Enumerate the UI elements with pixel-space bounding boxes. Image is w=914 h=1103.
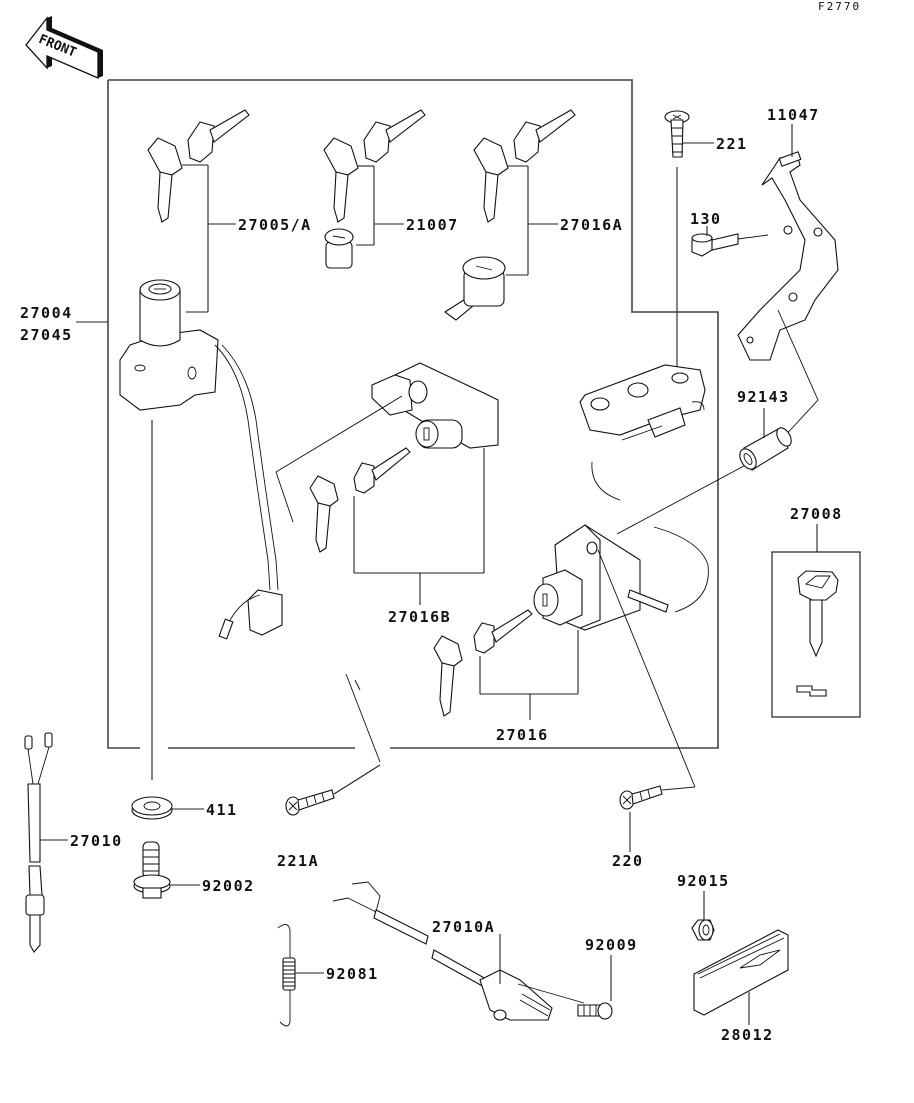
lock-27016-illustration — [433, 451, 771, 788]
nut-92015-illustration — [691, 891, 715, 941]
label-27005-A: 27005/A — [238, 216, 312, 234]
label-21007: 21007 — [406, 216, 459, 234]
label-92081: 92081 — [326, 965, 379, 983]
screw-92009-illustration — [577, 955, 613, 1020]
spring-92081-illustration — [277, 924, 324, 1027]
ignition-switch-illustration — [119, 279, 283, 780]
front-arrow-icon: FRONT — [25, 16, 103, 79]
key-blank-27008-illustration — [771, 524, 861, 718]
label-130: 130 — [690, 210, 722, 228]
reflector-28012-illustration — [693, 929, 789, 1025]
bolt-92002-illustration — [133, 841, 200, 899]
switch-27010-illustration — [24, 732, 68, 953]
screw-221-illustration — [664, 110, 714, 378]
key-set-27005-illustration — [147, 109, 250, 313]
label-92002: 92002 — [202, 877, 255, 895]
bolt-130-illustration — [691, 226, 769, 257]
label-27016A: 27016A — [560, 216, 623, 234]
label-92015: 92015 — [677, 872, 730, 890]
label-27004: 27004 — [20, 304, 73, 322]
screw-220-illustration — [619, 785, 696, 852]
diagram-code: F2770 — [818, 0, 861, 13]
seat-lock-27016B-illustration — [275, 362, 499, 605]
mount-plate-illustration — [579, 364, 706, 501]
label-27045: 27045 — [20, 326, 73, 344]
washer-411-illustration — [131, 796, 204, 820]
screw-221A-illustration — [285, 673, 381, 816]
label-27016B: 27016B — [388, 608, 451, 626]
label-411: 411 — [206, 801, 238, 819]
label-27010A: 27010A — [432, 918, 495, 936]
label-27016: 27016 — [496, 726, 549, 744]
key-set-27016A-illustration — [444, 109, 576, 321]
label-92009: 92009 — [585, 936, 638, 954]
assembly-frame — [76, 79, 719, 749]
label-221A: 221A — [277, 852, 319, 870]
switch-27010A-illustration — [332, 679, 585, 1021]
label-27008: 27008 — [790, 505, 843, 523]
label-28012: 28012 — [721, 1026, 774, 1044]
label-27010: 27010 — [70, 832, 123, 850]
label-92143: 92143 — [737, 388, 790, 406]
label-11047: 11047 — [767, 106, 820, 124]
key-set-21007-illustration — [323, 109, 426, 269]
label-221: 221 — [716, 135, 748, 153]
label-220: 220 — [612, 852, 644, 870]
collar-92143-illustration — [739, 408, 792, 471]
